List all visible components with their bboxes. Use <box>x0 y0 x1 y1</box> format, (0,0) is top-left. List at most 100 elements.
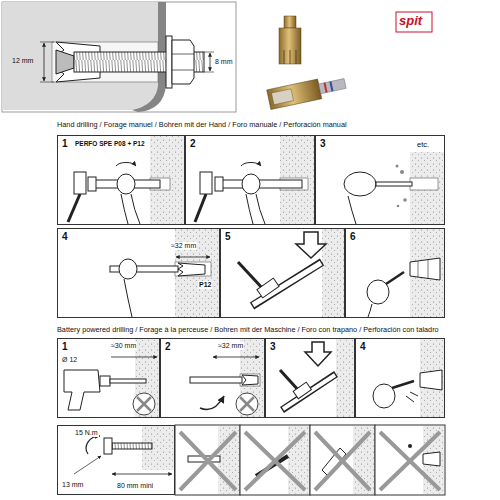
wrong-panel <box>175 425 240 495</box>
panel-label: P12 <box>198 281 212 289</box>
anchor <box>423 452 440 466</box>
wall <box>336 339 354 417</box>
panel-label: Ø 12 <box>61 356 78 364</box>
wall <box>410 152 444 224</box>
dimension-label: 12 mm <box>12 57 33 65</box>
logo-frame <box>396 12 432 32</box>
arm <box>131 194 140 224</box>
panel-label: ≈32 mm <box>217 342 244 350</box>
inset <box>133 393 155 415</box>
anchor-body <box>267 79 322 109</box>
anchor-cone <box>56 50 74 74</box>
hammer-head <box>257 278 279 298</box>
set-anchor <box>420 370 442 390</box>
finger <box>386 272 404 284</box>
step-panel: 1 PERFO SPE P08 + P12 <box>57 135 185 225</box>
step-panel: 3etc. <box>315 135 445 225</box>
check-mark <box>406 396 414 402</box>
cordless-drill <box>64 370 100 410</box>
extension-line <box>204 52 214 53</box>
dust <box>400 170 404 174</box>
wall <box>410 229 444 317</box>
step-panel: 2≈32 mm <box>160 338 265 418</box>
cross-mark <box>315 432 370 490</box>
dimension-line <box>176 257 210 258</box>
cross-mark <box>245 432 305 490</box>
cross-mark <box>240 397 254 411</box>
dimension-line <box>111 357 157 358</box>
check-mark <box>410 392 418 396</box>
nut-edge <box>172 70 194 71</box>
dust <box>403 198 407 202</box>
rotation-arrow <box>116 162 136 166</box>
wrong-panel <box>310 425 375 495</box>
arm <box>256 194 265 224</box>
push-arrow <box>296 232 326 258</box>
arm <box>368 304 372 317</box>
blower-nozzle <box>376 182 412 186</box>
step-panel: 3 <box>265 338 355 418</box>
hand <box>367 280 389 304</box>
blower-bulb <box>344 172 376 196</box>
setting-tool <box>253 263 321 305</box>
cross-mark <box>180 432 236 490</box>
rotation-arrow <box>241 162 261 166</box>
bolt <box>319 79 347 94</box>
hammer-handle <box>68 194 80 222</box>
panel-label: ≈32 mm <box>170 242 197 250</box>
step-number: 1 <box>61 138 69 149</box>
extension-line <box>204 72 214 73</box>
arm <box>124 279 132 317</box>
panel-label: 80 mm mini <box>116 482 154 490</box>
panel-label: 13 mm <box>61 481 84 489</box>
cross-mark <box>380 432 440 490</box>
wall <box>322 229 344 317</box>
dust <box>396 165 399 168</box>
color-band <box>325 83 327 93</box>
dimension-line <box>44 43 45 81</box>
extension-line <box>40 82 54 83</box>
wrong-panel <box>240 425 310 495</box>
hammer-handle <box>195 194 206 222</box>
color-band <box>330 81 332 91</box>
cross-mark <box>245 432 305 490</box>
insert-arrow <box>200 396 224 410</box>
tool-head <box>215 177 223 191</box>
debris <box>408 444 412 448</box>
step-number: 3 <box>319 138 327 149</box>
step-panel: 6 <box>345 228 445 318</box>
panel-label: PERFO SPE P08 + P12 <box>74 140 146 147</box>
hand <box>373 384 395 408</box>
anchor <box>178 263 205 276</box>
arm <box>348 196 356 224</box>
washer <box>166 36 172 88</box>
dimension-line <box>213 357 259 358</box>
anchor-photo <box>279 28 301 64</box>
wall <box>420 339 444 417</box>
anchor-slit <box>296 50 297 64</box>
arm <box>121 194 128 224</box>
drill-chuck <box>100 376 110 386</box>
push-arrow <box>305 342 331 366</box>
wrong-panel <box>375 425 445 495</box>
drill-hole <box>410 178 438 190</box>
step-number: 5 <box>224 231 232 242</box>
drill-hole <box>240 374 260 386</box>
torque-arrow <box>86 436 100 454</box>
step-panel: 5 <box>220 228 345 318</box>
hammer-handle <box>238 262 264 290</box>
dimension-line <box>112 474 172 475</box>
finger <box>392 381 414 388</box>
step-panel: 4 <box>355 338 445 418</box>
drill-hole <box>175 262 211 276</box>
step-panel: 1Ø 12≈30 mm <box>57 338 160 418</box>
anchor <box>242 375 258 385</box>
dimension-line <box>210 53 211 71</box>
step-number: 6 <box>349 231 357 242</box>
threaded-bolt <box>112 443 152 449</box>
hand <box>117 174 135 194</box>
hand <box>242 174 260 194</box>
hex-nut <box>104 438 112 454</box>
cross-mark <box>315 432 370 490</box>
hand-drill-tool <box>222 180 302 188</box>
